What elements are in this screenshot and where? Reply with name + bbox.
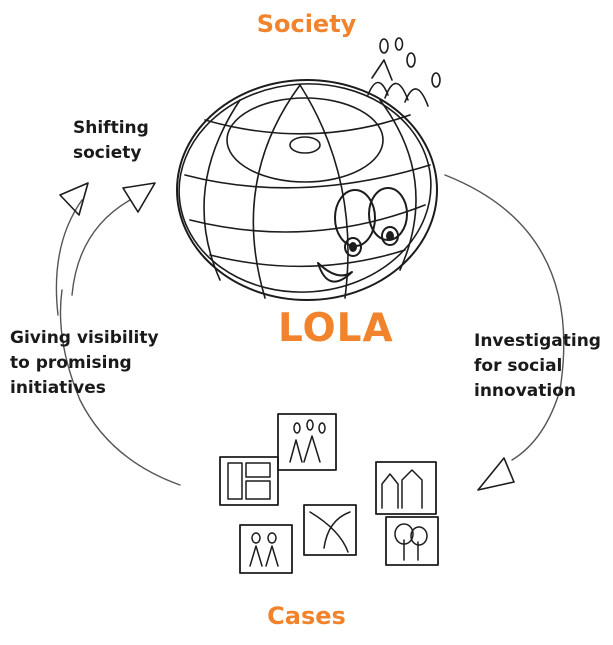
investigating-line: innovation [474,381,576,401]
investigating-label: Investigating for social innovation [474,329,601,404]
cycle-arc-left-outer [71,199,131,296]
shifting-society-line: society [73,143,142,163]
shifting-society-line: Shifting [73,118,149,138]
giving-visibility-label: Giving visibility to promising initiativ… [10,326,159,401]
case-sketch-people-icon [277,413,337,471]
cases-label: Cases [267,602,346,630]
giving-visibility-line: Giving visibility [10,328,159,348]
giving-visibility-line: to promising [10,353,132,373]
globe-icon [176,79,438,301]
case-sketch-building-icon [219,456,279,506]
giving-visibility-line: initiatives [10,378,106,398]
investigating-line: Investigating [474,331,601,351]
investigating-line: for social [474,356,563,376]
case-sketch-tree-icon [385,516,439,566]
case-sketch-houses-icon [375,461,437,515]
society-label: Society [256,10,357,38]
lola-label: LOLA [278,306,394,351]
people-on-globe-icon [367,37,441,107]
arrow-head-investigating-icon [477,457,515,491]
shifting-society-label: Shifting society [73,116,149,166]
case-sketch-figures-icon [239,524,293,574]
cycle-arc-left [59,289,181,486]
cycle-arc-right [444,174,565,461]
case-sketch-leaf-icon [303,504,357,556]
arrow-head-shifting-left-icon [59,182,89,216]
arrow-head-shifting-right-icon [122,182,156,213]
cycle-arc-left-inner [55,199,83,316]
